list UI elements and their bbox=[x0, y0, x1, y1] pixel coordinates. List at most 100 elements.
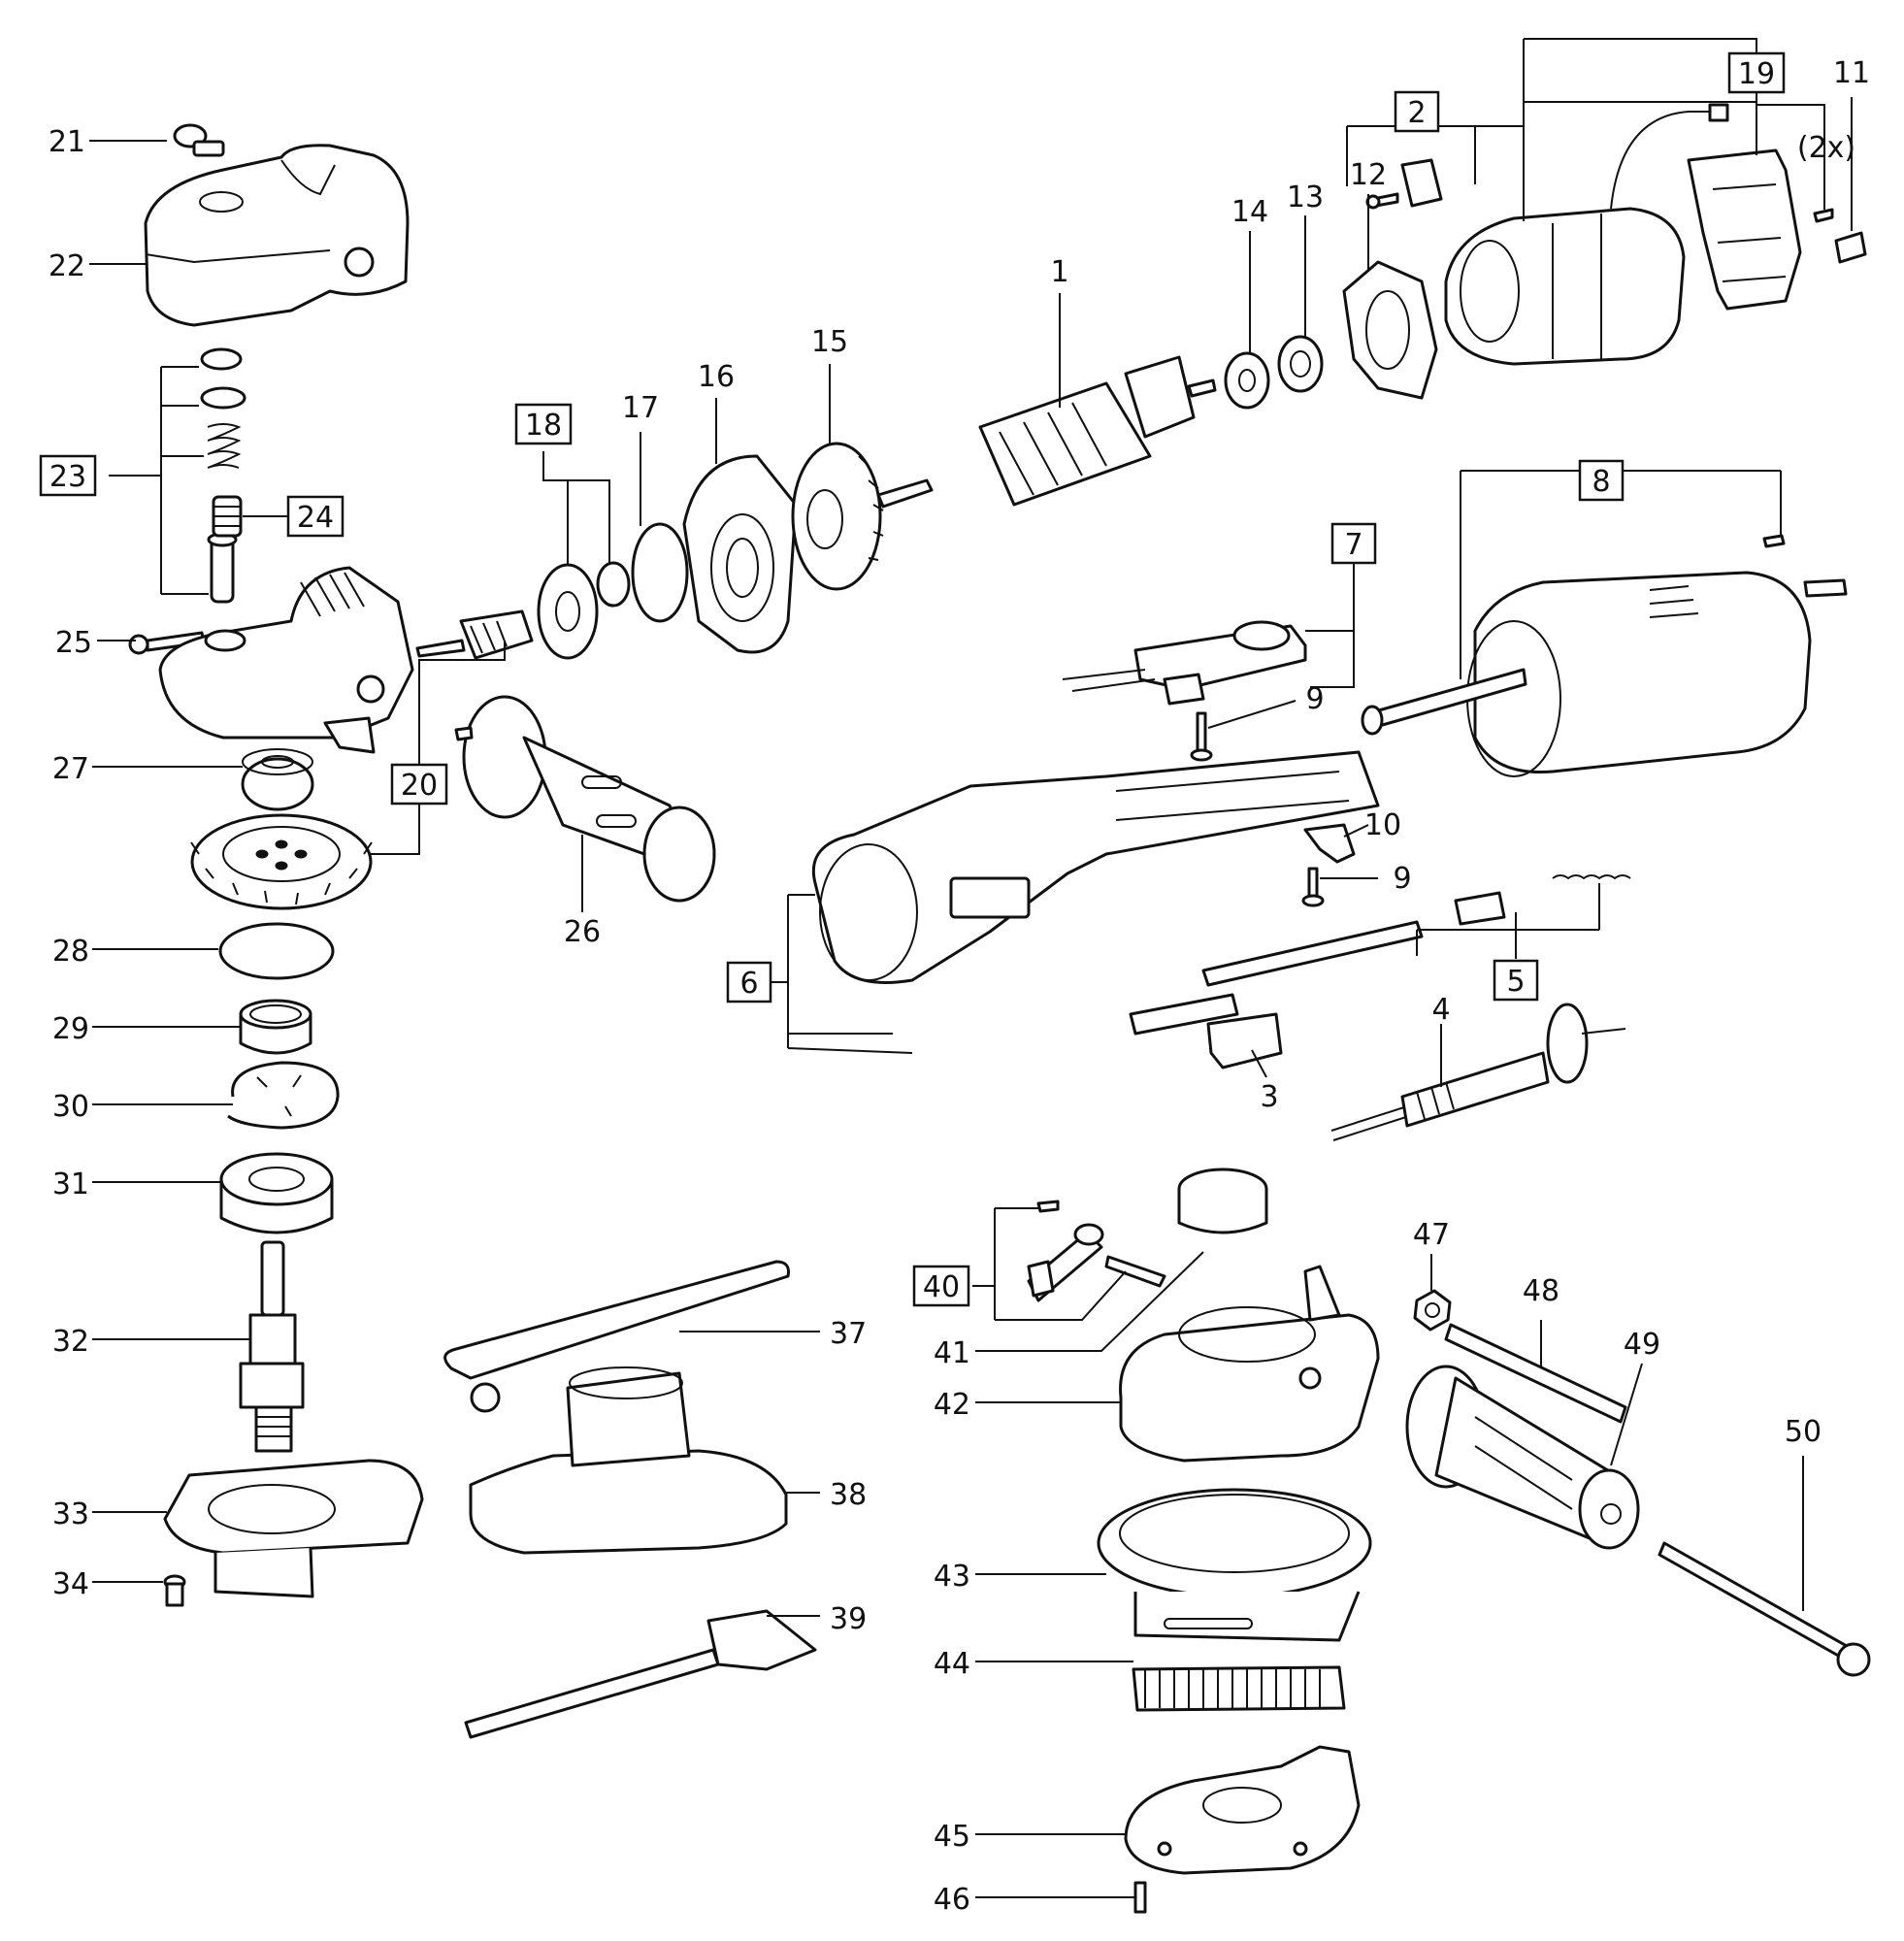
part-drawings bbox=[128, 103, 1871, 1914]
label-19: 19 bbox=[1738, 57, 1775, 91]
label-46: 46 bbox=[934, 1883, 970, 1917]
label-22: 22 bbox=[49, 249, 85, 283]
part-23-spring-set bbox=[200, 347, 246, 604]
label-26: 26 bbox=[564, 915, 601, 949]
part-18-bearing bbox=[537, 561, 631, 660]
label-14: 14 bbox=[1231, 195, 1268, 229]
part-32-spindle bbox=[239, 1240, 305, 1453]
label-5: 5 bbox=[1506, 965, 1525, 999]
part-42-hood bbox=[1119, 1265, 1380, 1463]
label-box bbox=[286, 495, 345, 538]
part-7-switch bbox=[1062, 620, 1307, 706]
label-49: 49 bbox=[1624, 1328, 1660, 1362]
label-box bbox=[912, 1265, 970, 1307]
label-box bbox=[726, 961, 772, 1003]
part-41-screw bbox=[1104, 1255, 1166, 1288]
part-gear-housing bbox=[158, 566, 414, 754]
label-39: 39 bbox=[830, 1602, 867, 1636]
part-37-wrench bbox=[443, 1260, 790, 1413]
label-29: 29 bbox=[52, 1012, 89, 1046]
part-26-side-handle bbox=[454, 695, 716, 903]
label-30: 30 bbox=[52, 1090, 89, 1124]
part-33-flange bbox=[163, 1459, 424, 1598]
part-14-bearing bbox=[1224, 351, 1270, 410]
label-21: 21 bbox=[49, 125, 85, 159]
label-41: 41 bbox=[934, 1336, 970, 1370]
label-16: 16 bbox=[698, 360, 735, 394]
part-16-bearing-plate bbox=[682, 454, 798, 654]
label-box bbox=[1578, 459, 1625, 502]
part-4-cable bbox=[1330, 1003, 1626, 1141]
label-34: 34 bbox=[52, 1567, 89, 1601]
part-30-circlip bbox=[227, 1061, 340, 1130]
part-29-sleeve bbox=[239, 999, 312, 1055]
boxed-label-2: 2 bbox=[1394, 90, 1440, 133]
label-47: 47 bbox=[1413, 1218, 1450, 1252]
label-box bbox=[39, 454, 97, 497]
part-40-clamp-lever bbox=[1027, 1200, 1104, 1302]
part-24-bolt bbox=[212, 495, 243, 538]
label-4: 4 bbox=[1431, 993, 1450, 1027]
label-3: 3 bbox=[1260, 1080, 1278, 1114]
part-11-brush bbox=[1834, 231, 1867, 264]
label-24: 24 bbox=[297, 501, 334, 535]
label-box bbox=[1727, 51, 1786, 94]
label-32: 32 bbox=[52, 1325, 89, 1359]
part-31-bearing bbox=[219, 1152, 334, 1234]
part-47-nut bbox=[1413, 1289, 1452, 1332]
boxed-label-6: 6 bbox=[726, 961, 772, 1003]
label-43: 43 bbox=[934, 1560, 970, 1594]
part-6-housing bbox=[811, 750, 1380, 984]
boxed-label-23: 23 bbox=[39, 454, 97, 497]
label-42: 42 bbox=[934, 1388, 970, 1422]
label-23: 23 bbox=[49, 460, 86, 494]
label-17: 17 bbox=[622, 391, 659, 425]
label-2: 2 bbox=[1407, 96, 1426, 130]
label-8: 8 bbox=[1592, 465, 1610, 499]
part-2x-screw bbox=[1813, 208, 1834, 223]
label-10: 10 bbox=[1364, 808, 1401, 842]
label-13: 13 bbox=[1287, 181, 1324, 214]
label-27: 27 bbox=[52, 752, 89, 786]
label-40: 40 bbox=[923, 1270, 960, 1304]
label-15: 15 bbox=[811, 325, 848, 359]
boxed-label-7: 7 bbox=[1330, 522, 1377, 565]
part-12-brush-plate bbox=[1342, 260, 1438, 400]
part-45-cover bbox=[1124, 1745, 1361, 1875]
label-33: 33 bbox=[52, 1497, 89, 1531]
labels: 1349910111213141516172122252627282930313… bbox=[39, 51, 1870, 1917]
part-46-screw bbox=[1133, 1881, 1147, 1914]
label-6: 6 bbox=[739, 967, 758, 1001]
part-9-screw-lower bbox=[1301, 867, 1325, 907]
part-38-guard bbox=[469, 1366, 788, 1555]
label-box bbox=[1493, 959, 1539, 1002]
label-7: 7 bbox=[1344, 528, 1362, 562]
label-9: 9 bbox=[1305, 682, 1324, 716]
label-38: 38 bbox=[830, 1478, 867, 1512]
label-31: 31 bbox=[52, 1168, 89, 1201]
label-1: 1 bbox=[1050, 255, 1068, 289]
part-8-motor-housing bbox=[1361, 534, 1848, 777]
label-box bbox=[1330, 522, 1377, 565]
label-48: 48 bbox=[1523, 1274, 1559, 1308]
label-box bbox=[390, 763, 448, 806]
boxed-label-20: 20 bbox=[390, 763, 448, 806]
boxed-label-40: 40 bbox=[912, 1265, 970, 1307]
label-box bbox=[514, 403, 573, 445]
part-13-bearing bbox=[1277, 335, 1324, 393]
part-28-o-ring bbox=[218, 922, 335, 980]
label-45: 45 bbox=[934, 1820, 970, 1854]
label-37: 37 bbox=[830, 1317, 867, 1351]
part-43-brush-ring bbox=[1097, 1488, 1372, 1642]
note-2x: (2x) bbox=[1797, 131, 1855, 165]
part-44-bristles bbox=[1132, 1665, 1346, 1712]
part-41-ring bbox=[1177, 1168, 1268, 1234]
part-20-pinion bbox=[415, 609, 534, 660]
boxed-label-24: 24 bbox=[286, 495, 345, 538]
boxed-label-8: 8 bbox=[1578, 459, 1625, 502]
label-18: 18 bbox=[525, 409, 562, 443]
part-3-switch-lever bbox=[1129, 993, 1283, 1069]
part-19-brush-holder bbox=[1687, 148, 1802, 311]
part-10-clamp bbox=[1303, 823, 1356, 864]
